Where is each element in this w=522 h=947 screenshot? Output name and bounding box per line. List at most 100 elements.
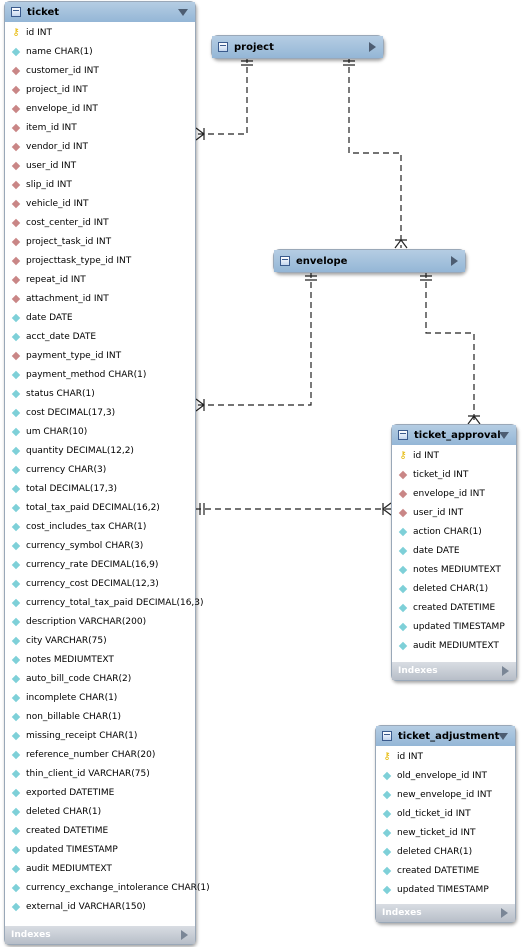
table-envelope[interactable]: envelope	[273, 249, 466, 273]
column-row[interactable]: ⚷id INT	[376, 747, 515, 766]
column-row[interactable]: city VARCHAR(75)	[5, 631, 195, 650]
foreign-key-diamond-icon	[11, 256, 21, 266]
column-row[interactable]: notes MEDIUMTEXT	[5, 650, 195, 669]
column-diamond-icon	[11, 389, 21, 399]
collapse-arrow-icon[interactable]	[498, 733, 508, 740]
column-row[interactable]: projecttask_type_id INT	[5, 251, 195, 270]
column-row[interactable]: currency_exchange_intolerance CHAR(1)	[5, 878, 210, 897]
column-row[interactable]: currency_cost DECIMAL(12,3)	[5, 574, 195, 593]
column-row[interactable]: total DECIMAL(17,3)	[5, 479, 195, 498]
column-label: projecttask_type_id INT	[26, 255, 132, 266]
column-row[interactable]: updated TIMESTAMP	[392, 617, 516, 636]
table-header[interactable]: project	[212, 36, 383, 58]
column-row[interactable]: payment_method CHAR(1)	[5, 365, 195, 384]
column-row[interactable]: customer_id INT	[5, 61, 195, 80]
indexes-section[interactable]: Indexes	[376, 904, 515, 922]
column-row[interactable]: non_billable CHAR(1)	[5, 707, 195, 726]
column-row[interactable]: ⚷id INT	[5, 23, 195, 42]
column-row[interactable]: created DATETIME	[392, 598, 516, 617]
column-row[interactable]: description VARCHAR(200)	[5, 612, 195, 631]
relationship-project-ticket	[196, 57, 248, 135]
collapse-arrow-icon[interactable]	[178, 9, 188, 16]
table-project[interactable]: project	[211, 35, 384, 59]
column-row[interactable]: envelope_id INT	[5, 99, 195, 118]
column-row[interactable]: cost DECIMAL(17,3)	[5, 403, 195, 422]
column-row[interactable]: name CHAR(1)	[5, 42, 195, 61]
primary-key-icon: ⚷	[383, 750, 391, 762]
column-row[interactable]: updated TIMESTAMP	[376, 880, 515, 899]
expand-arrow-icon[interactable]	[451, 256, 458, 266]
column-diamond-icon	[11, 522, 21, 532]
column-row[interactable]: missing_receipt CHAR(1)	[5, 726, 195, 745]
column-row[interactable]: reference_number CHAR(20)	[5, 745, 195, 764]
column-row[interactable]: project_task_id INT	[5, 232, 195, 251]
expand-arrow-icon[interactable]	[181, 930, 188, 940]
column-row[interactable]: currency_rate DECIMAL(16,9)	[5, 555, 195, 574]
expand-arrow-icon[interactable]	[502, 666, 509, 676]
column-diamond-icon	[398, 641, 408, 651]
expand-arrow-icon[interactable]	[369, 42, 376, 52]
column-label: total DECIMAL(17,3)	[26, 483, 117, 494]
column-row[interactable]: ticket_id INT	[392, 465, 516, 484]
column-label: currency_cost DECIMAL(12,3)	[26, 578, 159, 589]
column-row[interactable]: thin_client_id VARCHAR(75)	[5, 764, 195, 783]
column-row[interactable]: attachment_id INT	[5, 289, 195, 308]
column-row[interactable]: deleted CHAR(1)	[5, 802, 195, 821]
column-row[interactable]: vehicle_id INT	[5, 194, 195, 213]
primary-key-icon: ⚷	[12, 26, 20, 38]
column-row[interactable]: project_id INT	[5, 80, 195, 99]
column-row[interactable]: date DATE	[392, 541, 516, 560]
expand-arrow-icon[interactable]	[501, 908, 508, 918]
column-row[interactable]: status CHAR(1)	[5, 384, 195, 403]
table-header[interactable]: envelope	[274, 250, 465, 272]
column-row[interactable]: quantity DECIMAL(12,2)	[5, 441, 195, 460]
table-header[interactable]: ticket_approval	[392, 425, 516, 445]
indexes-section[interactable]: Indexes	[392, 662, 516, 680]
column-row[interactable]: created DATETIME	[5, 821, 195, 840]
column-row[interactable]: audit MEDIUMTEXT	[5, 859, 195, 878]
column-row[interactable]: repeat_id INT	[5, 270, 195, 289]
column-row[interactable]: payment_type_id INT	[5, 346, 195, 365]
column-row[interactable]: total_tax_paid DECIMAL(16,2)	[5, 498, 195, 517]
column-row[interactable]: cost_center_id INT	[5, 213, 195, 232]
table-header[interactable]: ticket_adjustment	[376, 726, 515, 746]
column-row[interactable]: old_envelope_id INT	[376, 766, 515, 785]
column-row[interactable]: user_id INT	[5, 156, 195, 175]
column-row[interactable]: um CHAR(10)	[5, 422, 195, 441]
column-row[interactable]: created DATETIME	[376, 861, 515, 880]
column-row[interactable]: slip_id INT	[5, 175, 195, 194]
column-row[interactable]: new_ticket_id INT	[376, 823, 515, 842]
column-diamond-icon	[11, 408, 21, 418]
column-row[interactable]: currency_total_tax_paid DECIMAL(16,3)	[5, 593, 204, 612]
column-row[interactable]: ⚷id INT	[392, 446, 516, 465]
column-row[interactable]: notes MEDIUMTEXT	[392, 560, 516, 579]
column-row[interactable]: auto_bill_code CHAR(2)	[5, 669, 195, 688]
column-row[interactable]: old_ticket_id INT	[376, 804, 515, 823]
indexes-section[interactable]: Indexes	[5, 926, 195, 944]
column-row[interactable]: audit MEDIUMTEXT	[392, 636, 516, 655]
column-row[interactable]: cost_includes_tax CHAR(1)	[5, 517, 195, 536]
column-row[interactable]: currency_symbol CHAR(3)	[5, 536, 195, 555]
column-row[interactable]: item_id INT	[5, 118, 195, 137]
column-row[interactable]: user_id INT	[392, 503, 516, 522]
column-row[interactable]: deleted CHAR(1)	[392, 579, 516, 598]
column-row[interactable]: deleted CHAR(1)	[376, 842, 515, 861]
column-row[interactable]: acct_date DATE	[5, 327, 195, 346]
column-label: notes MEDIUMTEXT	[413, 564, 501, 575]
column-row[interactable]: vendor_id INT	[5, 137, 195, 156]
collapse-arrow-icon[interactable]	[499, 432, 509, 439]
column-row[interactable]: new_envelope_id INT	[376, 785, 515, 804]
column-row[interactable]: currency CHAR(3)	[5, 460, 195, 479]
column-label: date DATE	[26, 312, 73, 323]
table-header[interactable]: ticket	[5, 2, 195, 22]
column-row[interactable]: external_id VARCHAR(150)	[5, 897, 195, 916]
column-row[interactable]: action CHAR(1)	[392, 522, 516, 541]
column-row[interactable]: incomplete CHAR(1)	[5, 688, 195, 707]
column-row[interactable]: exported DATETIME	[5, 783, 195, 802]
column-row[interactable]: updated TIMESTAMP	[5, 840, 195, 859]
column-row[interactable]: envelope_id INT	[392, 484, 516, 503]
column-row[interactable]: date DATE	[5, 308, 195, 327]
